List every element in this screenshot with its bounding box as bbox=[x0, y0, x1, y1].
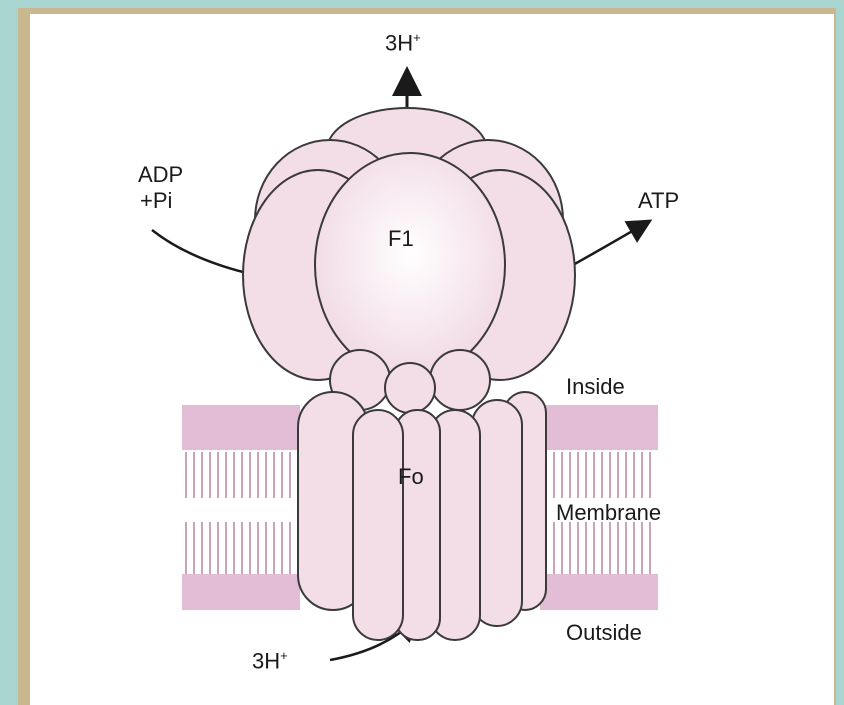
f1-label: F1 bbox=[388, 226, 414, 252]
adp-in-arrow bbox=[152, 230, 255, 275]
bottom-proton-label: 3H+ bbox=[252, 648, 288, 674]
membrane-left bbox=[182, 405, 300, 610]
adp-label-line1: ADP bbox=[138, 162, 183, 188]
fo-label: Fo bbox=[398, 464, 424, 490]
top-proton-label: 3H+ bbox=[385, 30, 421, 56]
outside-label: Outside bbox=[566, 620, 642, 646]
inside-label: Inside bbox=[566, 374, 625, 400]
membrane-label: Membrane bbox=[556, 500, 661, 526]
atp-label: ATP bbox=[638, 188, 679, 214]
adp-label-line2: +Pi bbox=[140, 188, 172, 214]
fo-subunit bbox=[298, 392, 546, 640]
